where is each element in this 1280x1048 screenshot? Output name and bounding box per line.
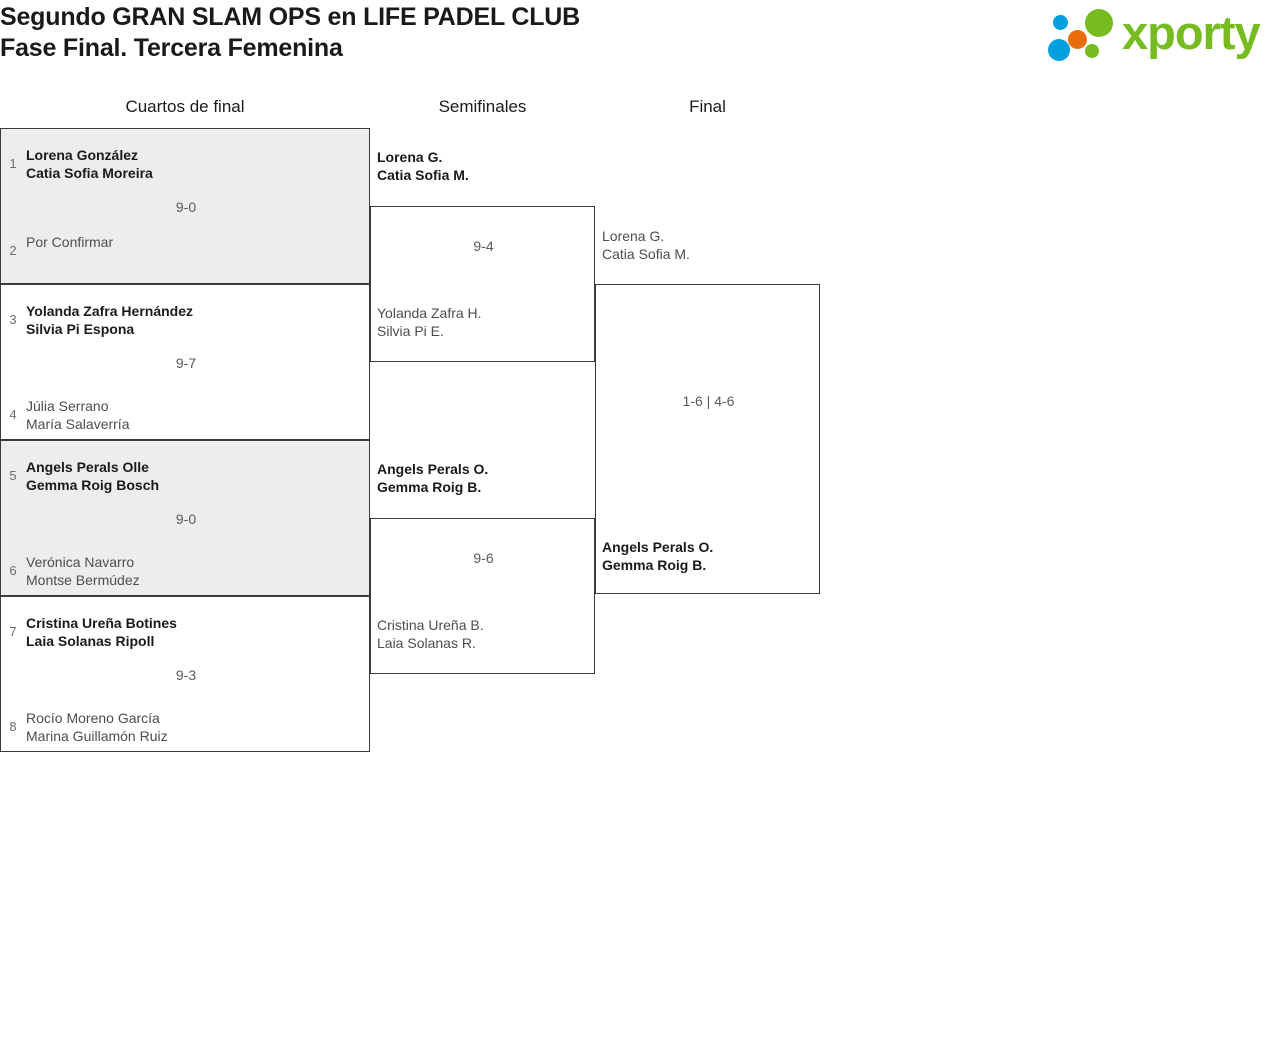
player-name: Rocío Moreno García (26, 710, 160, 726)
team-names: Por Confirmar (26, 233, 363, 251)
team-names: Verónica Navarro Montse Bermúdez (26, 553, 363, 589)
seed-number: 2 (9, 243, 17, 258)
match-semifinal-1[interactable]: 9-4 (370, 206, 595, 362)
player-name: Laia Solanas R. (377, 635, 476, 651)
logo-dot-green-small-icon (1085, 44, 1099, 58)
match-score: 9-7 (175, 355, 197, 371)
player-name: Lorena G. (377, 149, 443, 165)
seed-number: 5 (9, 468, 17, 483)
match-score: 9-0 (175, 199, 197, 215)
page-header: Segundo GRAN SLAM OPS en LIFE PADEL CLUB… (0, 0, 1280, 90)
semifinal-1-team-top[interactable]: Lorena G. Catia Sofia M. (377, 148, 469, 184)
player-name: Catia Sofia M. (602, 246, 690, 262)
match-score: 9-6 (473, 550, 494, 566)
match-team-top[interactable]: 3 Yolanda Zafra Hernández Silvia Pi Espo… (1, 294, 369, 337)
player-name: Catia Sofia Moreira (26, 165, 153, 181)
match-team-top[interactable]: 5 Angels Perals Olle Gemma Roig Bosch (1, 450, 369, 493)
match-semifinal-2[interactable]: 9-6 (370, 518, 595, 674)
player-name: Yolanda Zafra Hernández (26, 303, 194, 319)
player-name: Por Confirmar (26, 234, 114, 250)
player-name: Angels Perals O. (602, 539, 714, 555)
final-team-top[interactable]: Lorena G. Catia Sofia M. (602, 227, 690, 263)
player-name: Lorena G. (602, 228, 665, 244)
match-score: 9-0 (175, 511, 197, 527)
player-name: Cristina Ureña Botines (26, 615, 177, 631)
xporty-logo[interactable]: xporty (1044, 4, 1276, 64)
logo-dot-orange-icon (1068, 30, 1087, 49)
logo-dot-blue-large-icon (1048, 39, 1070, 61)
match-quarterfinal-1[interactable]: 1 Lorena González Catia Sofia Moreira 9-… (0, 128, 370, 284)
match-team-top[interactable]: 1 Lorena González Catia Sofia Moreira (1, 138, 369, 181)
seed-number: 8 (9, 719, 17, 734)
team-names: Júlia Serrano María Salaverría (26, 397, 363, 433)
logo-wordmark: xporty (1122, 6, 1261, 59)
match-score: 9-3 (175, 667, 197, 683)
player-name: Lorena González (26, 147, 139, 163)
player-name: Gemma Roig B. (377, 479, 482, 495)
player-name: Angels Perals O. (377, 461, 489, 477)
semifinal-2-team-bottom[interactable]: Cristina Ureña B. Laia Solanas R. (377, 616, 484, 652)
seed-number: 7 (9, 624, 17, 639)
logo-dot-blue-small-icon (1053, 15, 1068, 30)
team-names: Rocío Moreno García Marina Guillamón Rui… (26, 709, 363, 745)
player-name: Júlia Serrano (26, 398, 109, 414)
player-name: María Salaverría (26, 416, 130, 432)
logo-dots-icon (1044, 6, 1126, 62)
round-header-quarterfinals: Cuartos de final (125, 97, 245, 116)
team-names: Angels Perals Olle Gemma Roig Bosch (26, 458, 363, 494)
match-quarterfinal-3[interactable]: 5 Angels Perals Olle Gemma Roig Bosch 9-… (0, 440, 370, 596)
seed-number: 6 (9, 563, 17, 578)
match-score: 9-4 (473, 238, 494, 254)
player-name: Marina Guillamón Ruiz (26, 728, 168, 744)
player-name: Gemma Roig B. (602, 557, 707, 573)
round-header-final: Final (689, 97, 726, 116)
round-header-semifinals: Semifinales (438, 97, 527, 116)
tournament-title-line-1: Segundo GRAN SLAM OPS en LIFE PADEL CLUB (0, 3, 580, 31)
semifinal-2-team-top[interactable]: Angels Perals O. Gemma Roig B. (377, 460, 488, 496)
match-team-top[interactable]: 7 Cristina Ureña Botines Laia Solanas Ri… (1, 606, 369, 649)
player-name: Gemma Roig Bosch (26, 477, 160, 493)
match-score: 1-6 | 4-6 (682, 393, 735, 409)
match-team-bottom[interactable]: 4 Júlia Serrano María Salaverría (1, 389, 369, 432)
player-name: Silvia Pi Espona (26, 321, 135, 337)
logo-dot-green-large-icon (1085, 9, 1113, 37)
tournament-title-line-2: Fase Final. Tercera Femenina (0, 34, 343, 62)
tournament-title-block: Segundo GRAN SLAM OPS en LIFE PADEL CLUB… (0, 2, 900, 64)
team-names: Cristina Ureña Botines Laia Solanas Ripo… (26, 614, 363, 650)
team-names: Lorena González Catia Sofia Moreira (26, 146, 363, 182)
team-names: Yolanda Zafra Hernández Silvia Pi Espona (26, 302, 363, 338)
player-name: Montse Bermúdez (26, 572, 140, 588)
match-team-bottom[interactable]: 2 Por Confirmar (1, 233, 369, 273)
seed-number: 1 (9, 156, 17, 171)
player-name: Catia Sofia M. (377, 167, 469, 183)
player-name: Silvia Pi E. (377, 323, 444, 339)
match-team-bottom[interactable]: 8 Rocío Moreno García Marina Guillamón R… (1, 701, 369, 744)
player-name: Yolanda Zafra H. (377, 305, 482, 321)
match-quarterfinal-2[interactable]: 3 Yolanda Zafra Hernández Silvia Pi Espo… (0, 284, 370, 440)
seed-number: 4 (9, 407, 17, 422)
match-final[interactable]: 1-6 | 4-6 (595, 284, 820, 594)
final-team-bottom[interactable]: Angels Perals O. Gemma Roig B. (602, 538, 713, 574)
player-name: Cristina Ureña B. (377, 617, 484, 633)
player-name: Angels Perals Olle (26, 459, 149, 475)
match-quarterfinal-4[interactable]: 7 Cristina Ureña Botines Laia Solanas Ri… (0, 596, 370, 752)
semifinal-1-team-bottom[interactable]: Yolanda Zafra H. Silvia Pi E. (377, 304, 482, 340)
match-team-bottom[interactable]: 6 Verónica Navarro Montse Bermúdez (1, 545, 369, 588)
player-name: Laia Solanas Ripoll (26, 633, 155, 649)
seed-number: 3 (9, 312, 17, 327)
player-name: Verónica Navarro (26, 554, 135, 570)
